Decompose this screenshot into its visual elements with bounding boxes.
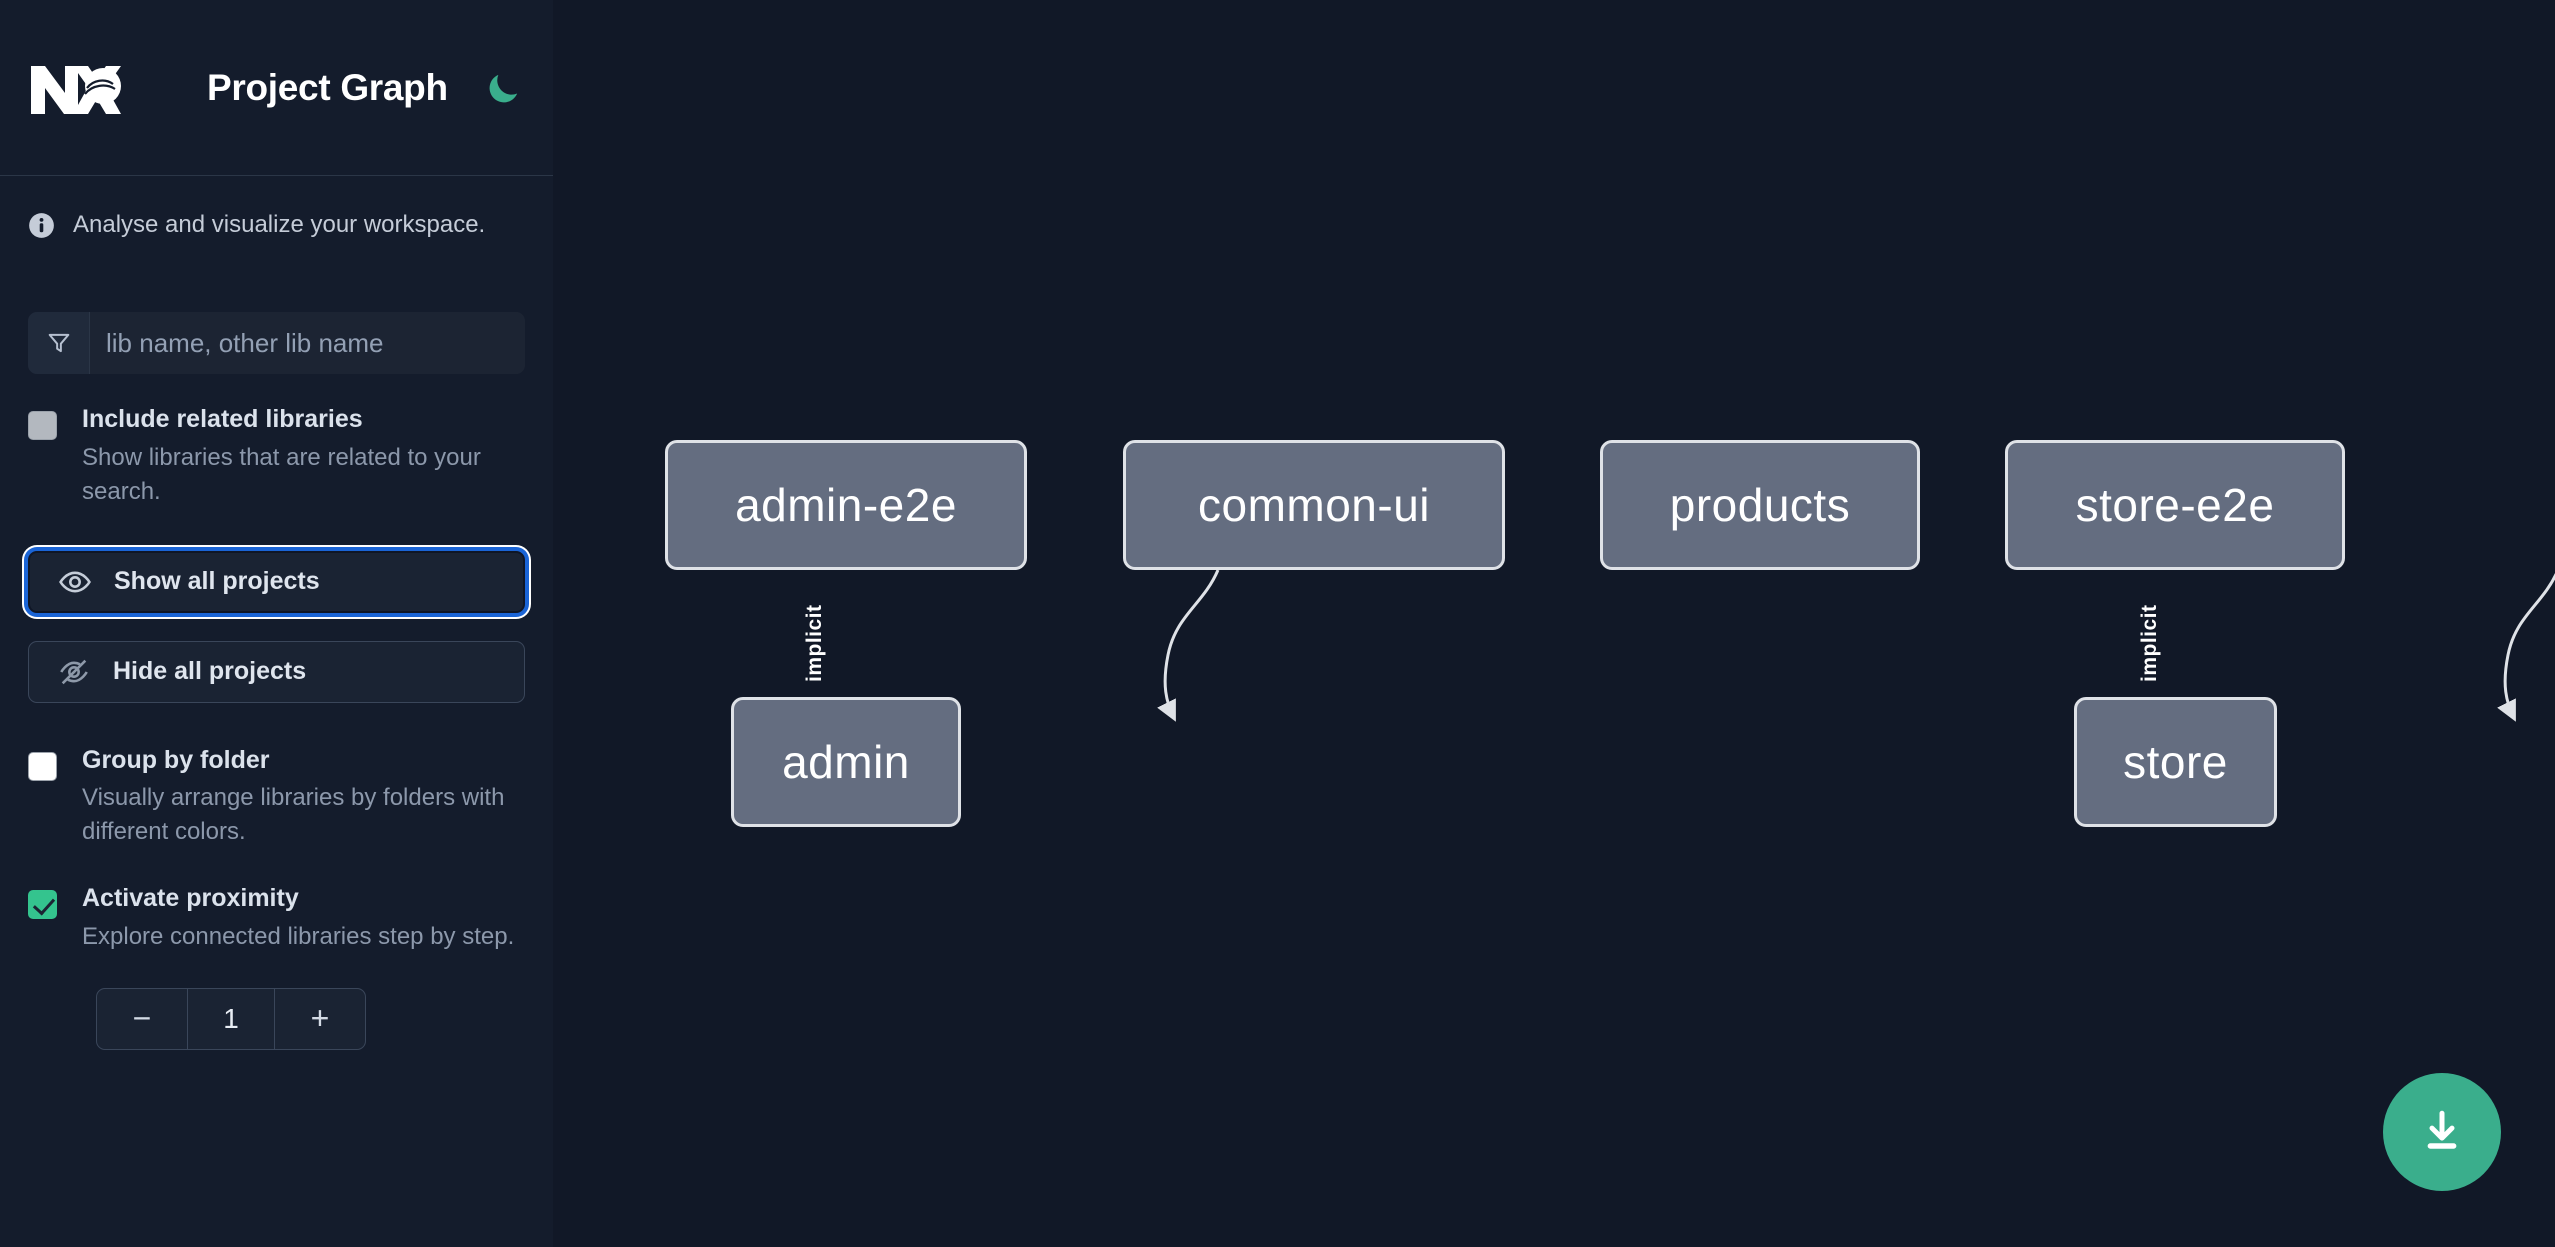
option-description: Explore connected libraries step by step… (82, 922, 515, 950)
edge-store-e2e-store (2497, 572, 2555, 722)
download-icon (2417, 1106, 2467, 1159)
edge-admin-e2e-admin (1157, 569, 1220, 722)
show-all-projects-label: Show all projects (114, 567, 320, 596)
graph-node-common-ui[interactable]: common-ui (1123, 440, 1505, 570)
graph-node-products[interactable]: products (1600, 440, 1920, 570)
include-related-libraries-checkbox[interactable] (28, 411, 57, 440)
activate-proximity-checkbox[interactable] (28, 890, 57, 920)
header-divider (0, 175, 553, 176)
page-title: Project Graph (207, 66, 448, 108)
option-label: Group by folder (82, 745, 270, 774)
group-by-folder-checkbox[interactable] (28, 751, 57, 781)
graph-node-admin[interactable]: admin (731, 697, 961, 827)
graph-node-admin-e2e[interactable]: admin-e2e (665, 440, 1027, 570)
node-label: products (1669, 479, 1851, 531)
workspace-info: Analyse and visualize your workspace. (0, 176, 553, 274)
filter-funnel-icon[interactable] (28, 312, 90, 374)
hide-all-projects-button[interactable]: Hide all projects (28, 640, 525, 703)
graph-node-store-e2e[interactable]: store-e2e (2005, 440, 2345, 570)
eye-icon (58, 565, 92, 599)
graph-node-store[interactable]: store (2074, 697, 2277, 827)
eye-off-icon (57, 655, 91, 689)
show-all-projects-button[interactable]: Show all projects (28, 550, 525, 613)
hide-all-projects-label: Hide all projects (113, 657, 307, 686)
graph-canvas[interactable]: admin-e2e common-ui products store-e2e a… (553, 0, 2555, 1247)
node-label: store (2123, 736, 2228, 788)
proximity-stepper[interactable]: − 1 + (96, 987, 366, 1050)
nx-logo-icon (27, 56, 127, 120)
proximity-decrement-button[interactable]: − (132, 1000, 152, 1037)
moon-icon[interactable] (480, 65, 526, 111)
option-activate-proximity[interactable]: Activate proximity Explore connected lib… (28, 885, 525, 954)
search-input[interactable] (90, 312, 525, 374)
info-circle-icon (28, 212, 55, 239)
sidebar-header: Project Graph (0, 0, 553, 175)
option-label: Activate proximity (82, 884, 299, 913)
node-label: admin-e2e (735, 479, 957, 531)
search-field[interactable] (28, 312, 525, 374)
edge-label-implicit-store: implicit (2138, 604, 2161, 682)
proximity-increment-button[interactable]: + (310, 1000, 330, 1037)
node-label: admin (782, 736, 910, 788)
download-graph-button[interactable] (2383, 1073, 2501, 1191)
edge-label-implicit-admin: implicit (803, 604, 826, 682)
option-description: Visually arrange libraries by folders wi… (82, 784, 505, 846)
sidebar-body: Include related libraries Show libraries… (0, 312, 553, 1050)
node-label: store-e2e (2075, 479, 2275, 531)
node-label: common-ui (1197, 479, 1430, 531)
graph-edges (1157, 569, 2555, 722)
option-include-related-libraries[interactable]: Include related libraries Show libraries… (28, 405, 525, 509)
option-label: Include related libraries (82, 405, 363, 433)
option-group-by-folder[interactable]: Group by folder Visually arrange librari… (28, 745, 525, 850)
info-text: Analyse and visualize your workspace. (73, 211, 486, 238)
sidebar: Project Graph Analyse and visualize y (0, 0, 553, 1247)
option-description: Show libraries that are related to your … (82, 443, 481, 505)
proximity-value: 1 (187, 988, 275, 1049)
